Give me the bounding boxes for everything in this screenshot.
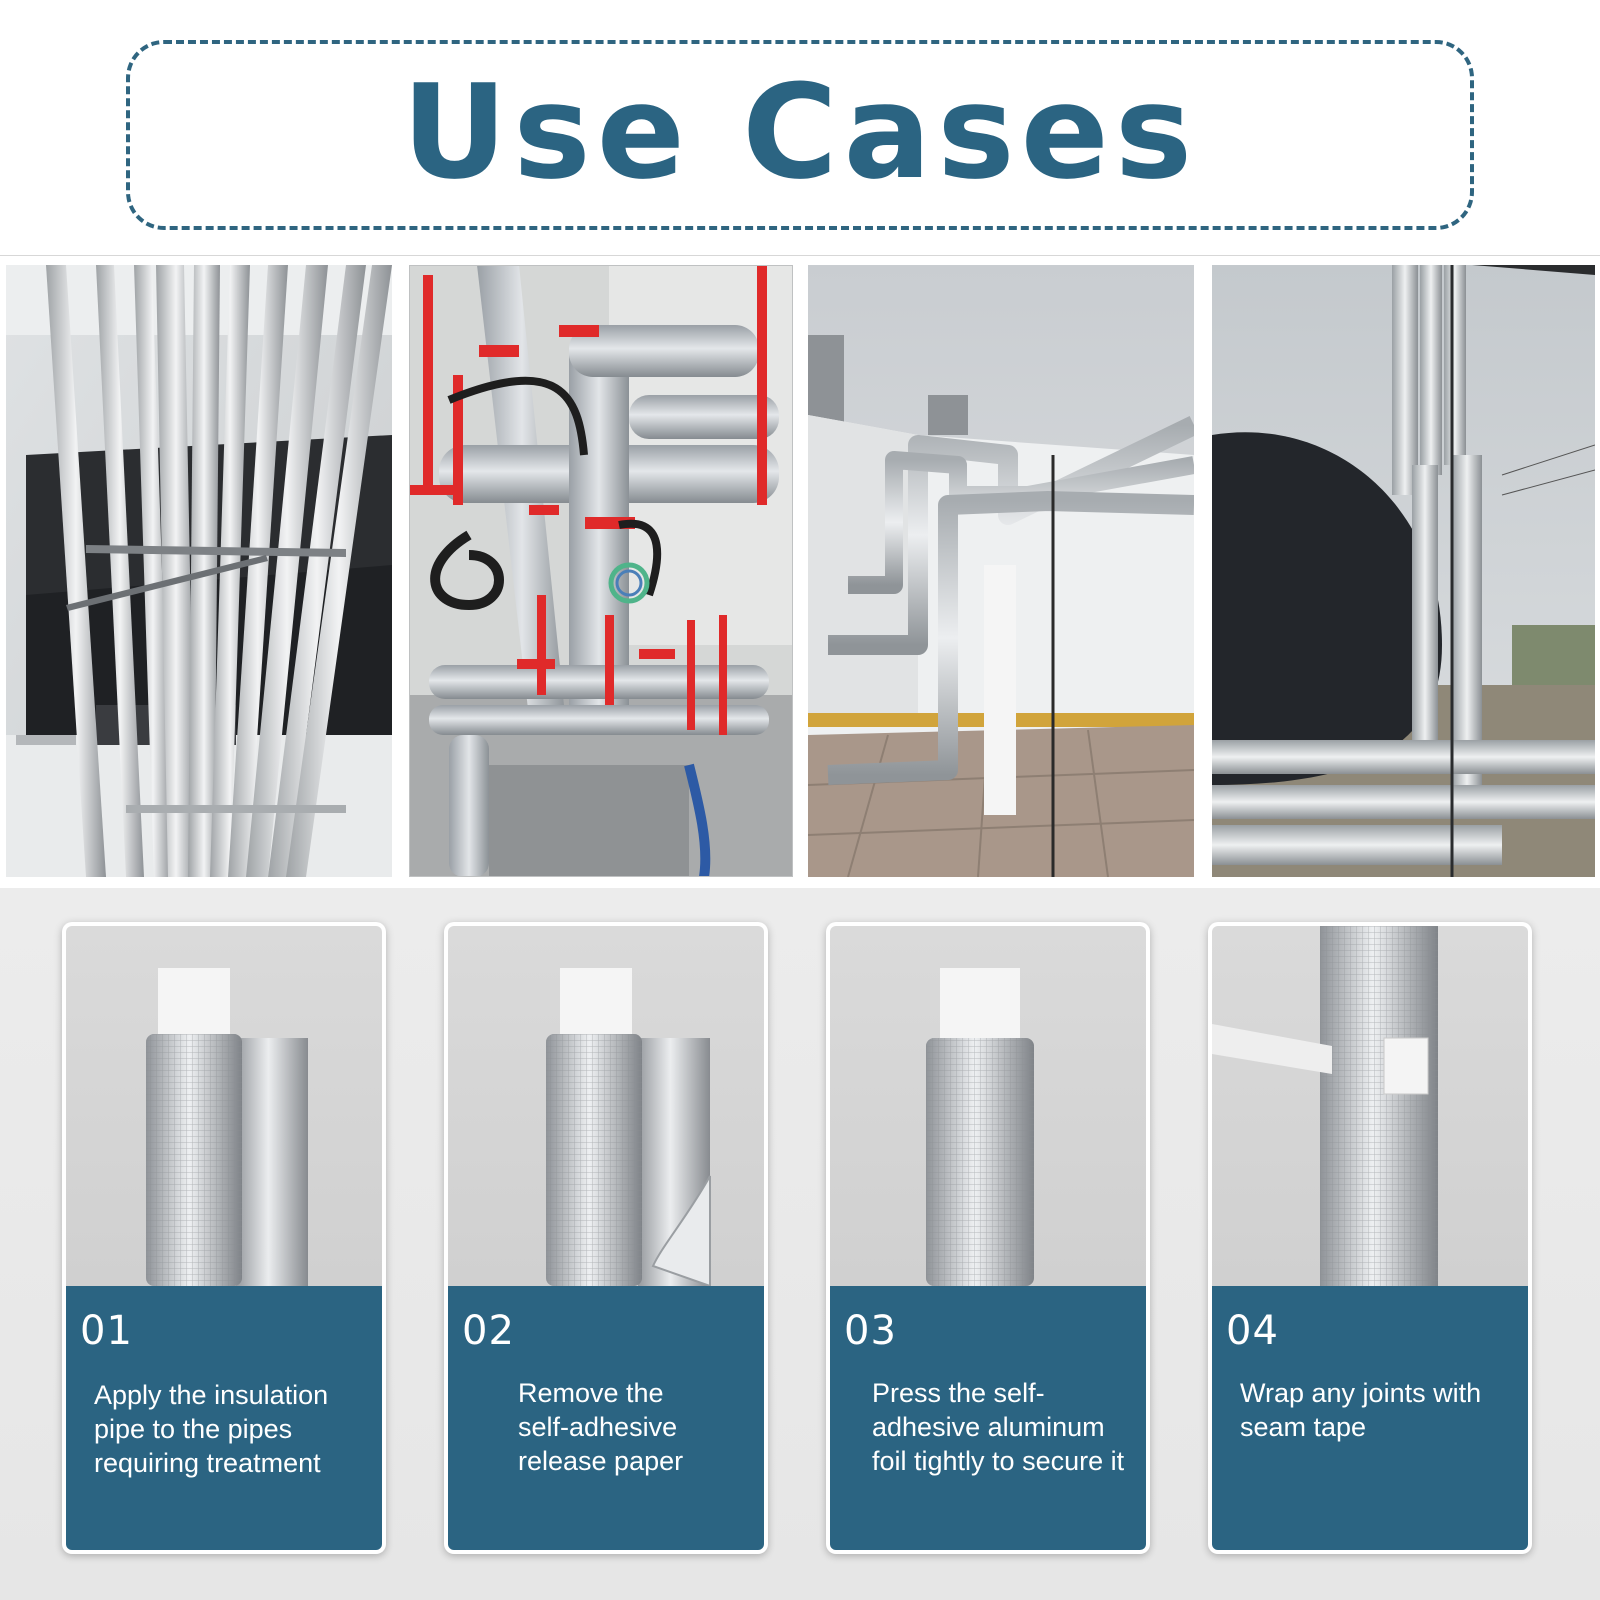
step-2-illustration [448,926,764,1286]
step-1-text: Apply the insulation pipe to the pipes r… [94,1380,329,1478]
step-3-number: 03 [844,1308,897,1354]
title-frame: Use Cases [126,40,1474,230]
photo-rooftop-pipes [808,265,1194,877]
step-card-2: 02 Remove the self-adhesive release pape… [444,922,768,1554]
step-3-illustration [830,926,1146,1286]
step-3-panel: 03 Press the self-adhesive aluminum foil… [830,1286,1146,1550]
step-3-text: Press the self-adhesive aluminum foil ti… [872,1378,1125,1476]
step-1-panel: 01 Apply the insulation pipe to the pipe… [66,1286,382,1550]
photo-tank-pipes [1212,265,1595,877]
step-4-illustration [1212,926,1528,1286]
photo-ceiling-conduits [6,265,392,877]
step-4-text: Wrap any joints with seam tape [1240,1378,1482,1442]
step-4-number: 04 [1226,1308,1279,1354]
step-card-4: 04 Wrap any joints with seam tape [1208,922,1532,1554]
step-card-3: 03 Press the self-adhesive aluminum foil… [826,922,1150,1554]
step-1-illustration [66,926,382,1286]
step-2-number: 02 [462,1308,515,1354]
step-card-1: 01 Apply the insulation pipe to the pipe… [62,922,386,1554]
divider [0,255,1600,256]
photo-insulated-pipes-red-clamps [409,265,793,877]
step-4-panel: 04 Wrap any joints with seam tape [1212,1286,1528,1550]
step-2-text: Remove the self-adhesive release paper [518,1378,684,1476]
step-2-panel: 02 Remove the self-adhesive release pape… [448,1286,764,1550]
step-1-number: 01 [80,1308,133,1354]
page-title: Use Cases [401,56,1199,208]
